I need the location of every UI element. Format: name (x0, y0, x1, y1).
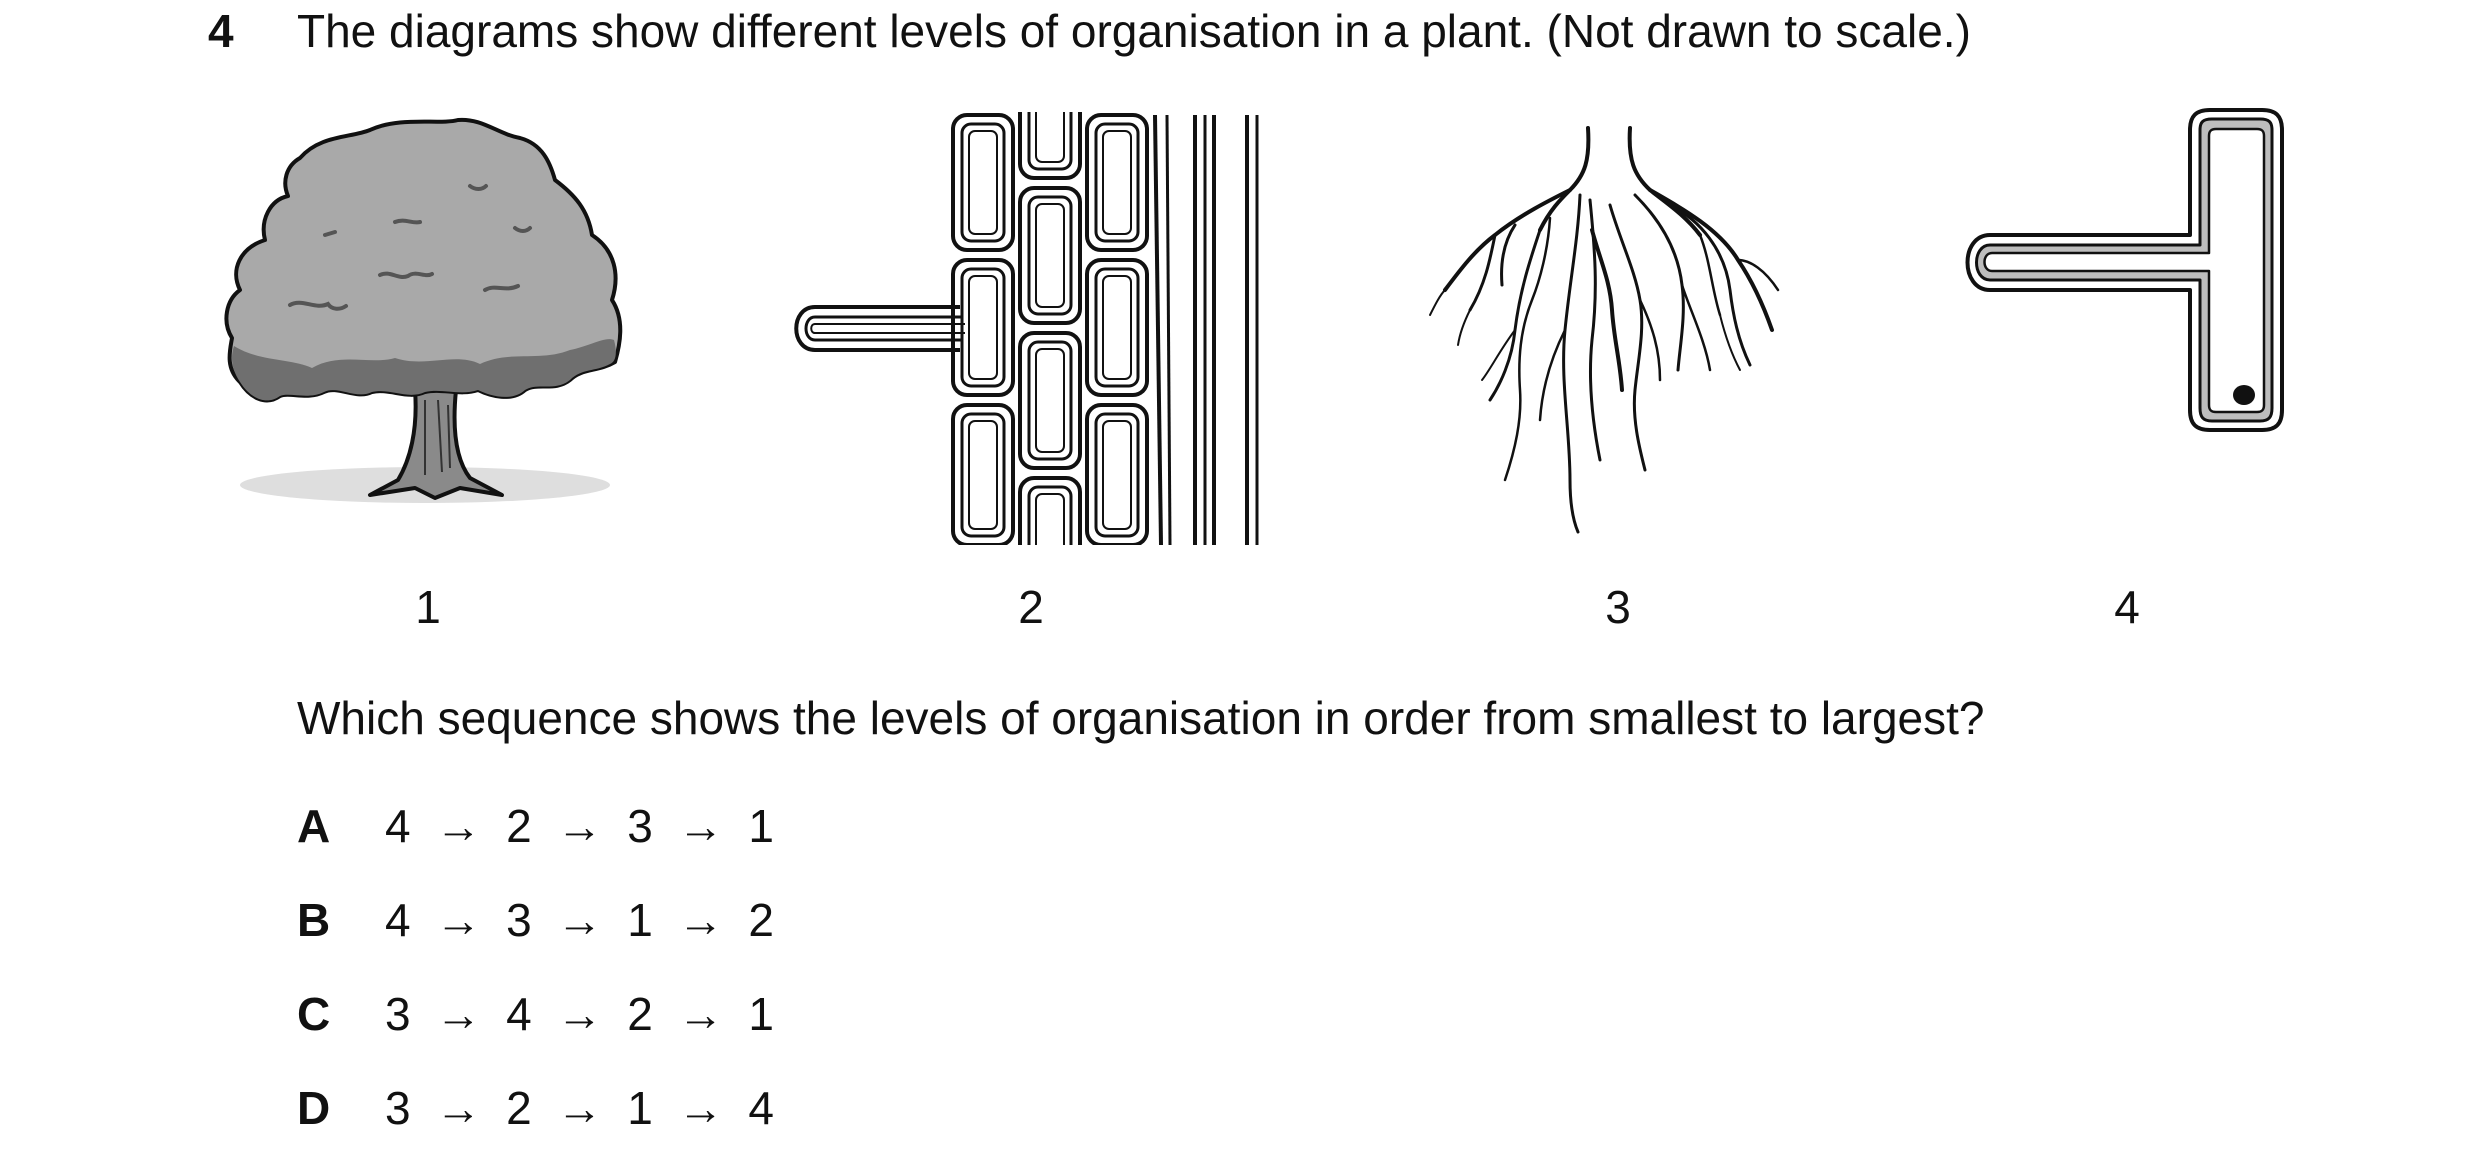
option-a[interactable]: A 4 → 2 → 3 → 1 (297, 795, 774, 857)
option-letter: C (297, 988, 331, 1040)
root-system-icon (1429, 126, 1780, 534)
figure-2-label: 2 (1018, 581, 1044, 633)
option-letter: B (297, 894, 331, 946)
option-letter: A (297, 800, 331, 852)
figure-3-label: 3 (1605, 581, 1631, 633)
root-hair-tissue-icon (785, 100, 1285, 550)
option-d[interactable]: D 3 → 2 → 1 → 4 (297, 1077, 774, 1139)
figure-1-label: 1 (415, 581, 441, 633)
option-c[interactable]: C 3 → 4 → 2 → 1 (297, 983, 774, 1045)
option-letter: D (297, 1082, 331, 1134)
option-sequence: 3 → 4 → 2 → 1 (385, 988, 775, 1040)
option-b[interactable]: B 4 → 3 → 1 → 2 (297, 889, 774, 951)
tree-icon (224, 117, 623, 503)
root-hair-cell-icon (1965, 108, 2284, 432)
question-number: 4 (208, 5, 234, 57)
question-prompt: Which sequence shows the levels of organ… (297, 692, 1985, 744)
option-sequence: 4 → 3 → 1 → 2 (385, 894, 775, 946)
option-sequence: 3 → 2 → 1 → 4 (385, 1082, 775, 1134)
question-stem: The diagrams show different levels of or… (297, 5, 1971, 57)
figure-4-label: 4 (2114, 581, 2140, 633)
option-sequence: 4 → 2 → 3 → 1 (385, 800, 775, 852)
